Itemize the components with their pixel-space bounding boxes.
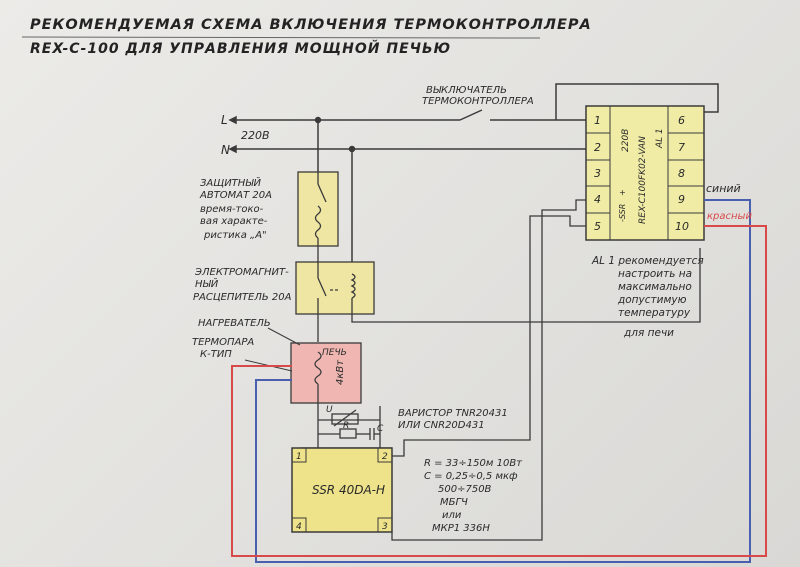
furnace-name: ПЕЧЬ bbox=[322, 348, 347, 358]
ssr-name: SSR 40DA-H bbox=[312, 483, 385, 497]
junction-n bbox=[348, 145, 356, 153]
ssr-pin-3: 3 bbox=[382, 522, 388, 532]
ssr-pin-4-box bbox=[291, 517, 307, 533]
heater-symbol bbox=[314, 351, 322, 420]
feed-to-pin6 bbox=[555, 83, 719, 120]
electromagnetic-relay bbox=[295, 261, 375, 315]
controller-pin-3: 3 bbox=[594, 167, 601, 180]
mains-bus bbox=[228, 83, 719, 262]
al-note-3: максимально bbox=[618, 281, 692, 293]
furnace bbox=[290, 342, 362, 404]
thermocouple-label-1: ТЕРМОПАРА bbox=[192, 337, 254, 348]
controller-pin-1: 1 bbox=[594, 114, 601, 127]
thermocouple-label-2: К-ТИП bbox=[200, 349, 232, 360]
controller-pin-9: 9 bbox=[678, 193, 685, 206]
controller-pin-4: 4 bbox=[594, 193, 601, 206]
controller-pin-grid bbox=[586, 106, 704, 240]
relay-label-1: ЭЛЕКТРОМАГНИТ- bbox=[194, 267, 289, 278]
component-value-1: R = 33÷150м 10Вт bbox=[424, 458, 523, 469]
capacitor-symbol-c: C bbox=[377, 424, 384, 434]
line-l-arrow bbox=[228, 115, 237, 125]
controller-ssr-plus: + bbox=[618, 189, 627, 196]
title-line-2: REX-C-100 ДЛЯ УПРАВЛЕНИЯ МОЩНОЙ ПЕЧЬЮ bbox=[30, 40, 451, 57]
controller-pin-8: 8 bbox=[678, 167, 685, 180]
component-value-2: C = 0,25÷0,5 мкф bbox=[424, 471, 518, 482]
controller-pin-7: 7 bbox=[678, 141, 685, 154]
line-l-label: L bbox=[221, 113, 228, 127]
component-value-4: МБГЧ bbox=[440, 497, 468, 508]
breaker-label-5: ристика „А" bbox=[203, 230, 267, 241]
al-note-6: для печи bbox=[623, 327, 674, 339]
junction-l bbox=[314, 116, 322, 124]
varistor-symbol-u: U bbox=[326, 405, 333, 415]
switch-label-2: ТЕРМОКОНТРОЛЛЕРА bbox=[422, 96, 534, 107]
relay-label-3: РАСЦЕПИТЕЛЬ 20А bbox=[193, 292, 292, 303]
heater-pointer bbox=[267, 327, 301, 346]
varistor-label-1: ВАРИСТОР TNR20431 bbox=[398, 408, 508, 419]
ssr-pin-1-box bbox=[291, 447, 307, 463]
controller-pin-6: 6 bbox=[678, 114, 685, 127]
component-value-5: или bbox=[442, 510, 462, 521]
thermocouple-blue-wire bbox=[255, 199, 751, 563]
varistor bbox=[331, 413, 359, 425]
blue-wire-label: синий bbox=[706, 182, 741, 195]
power-switch bbox=[459, 109, 483, 121]
controller-pin-5: 5 bbox=[594, 220, 601, 233]
temperature-controller bbox=[585, 105, 705, 241]
component-value-6: МКР1 336Н bbox=[432, 523, 490, 534]
component-value-3: 500÷750В bbox=[438, 484, 492, 495]
breaker-label-2: АВТОМАТ 20А bbox=[199, 190, 272, 201]
line-n-arrow bbox=[228, 144, 237, 154]
controller-pin-10: 10 bbox=[675, 220, 689, 233]
thermocouple-red-wire bbox=[231, 225, 767, 557]
varistor-label-2: ИЛИ CNR20D431 bbox=[398, 420, 485, 431]
ssr-pin-1: 1 bbox=[296, 452, 302, 462]
title-line-1: РЕКОМЕНДУЕМАЯ СХЕМА ВКЛЮЧЕНИЯ ТЕРМОКОНТР… bbox=[30, 17, 592, 33]
breaker-label-1: ЗАЩИТНЫЙ bbox=[200, 176, 261, 189]
breaker-label-3: время-токо- bbox=[200, 204, 264, 215]
ssr-control-wires bbox=[391, 199, 586, 541]
heater-label: НАГРЕВАТЕЛЬ bbox=[198, 318, 271, 329]
ssr-relay bbox=[291, 447, 393, 533]
al-note-2: настроить на bbox=[618, 268, 692, 280]
resistor-symbol-r: R bbox=[343, 421, 349, 431]
controller-al-label: AL 1 bbox=[655, 128, 665, 149]
line-n-label: N bbox=[221, 143, 230, 157]
al-note-4: допустимую bbox=[617, 294, 687, 306]
breaker-symbol bbox=[314, 172, 327, 246]
controller-pin-2: 2 bbox=[594, 141, 601, 154]
al-note-1: AL 1 рекомендуется bbox=[591, 255, 704, 267]
controller-model: REX-C100FK02-VAN bbox=[638, 136, 648, 224]
controller-ssr-minus: -SSR bbox=[618, 204, 627, 222]
red-wire-label: красный bbox=[707, 211, 752, 222]
voltage-label: 220В bbox=[241, 129, 270, 142]
switch-label-1: ВЫКЛЮЧАТЕЛЬ bbox=[426, 85, 507, 96]
ssr-pin-2-box bbox=[377, 447, 393, 463]
ssr-pin-4: 4 bbox=[296, 522, 302, 532]
ssr-pin-2: 2 bbox=[382, 452, 388, 462]
controller-voltage: 220В bbox=[621, 129, 631, 152]
relay-symbol bbox=[317, 246, 701, 342]
breaker-label-4: вая характе- bbox=[200, 216, 268, 227]
relay-label-2: НЫЙ bbox=[195, 277, 219, 290]
al-note-5: температуру bbox=[618, 307, 691, 319]
ssr-pin-3-box bbox=[377, 517, 393, 533]
title-underline bbox=[21, 36, 541, 39]
furnace-power: 4кВт bbox=[335, 359, 346, 385]
